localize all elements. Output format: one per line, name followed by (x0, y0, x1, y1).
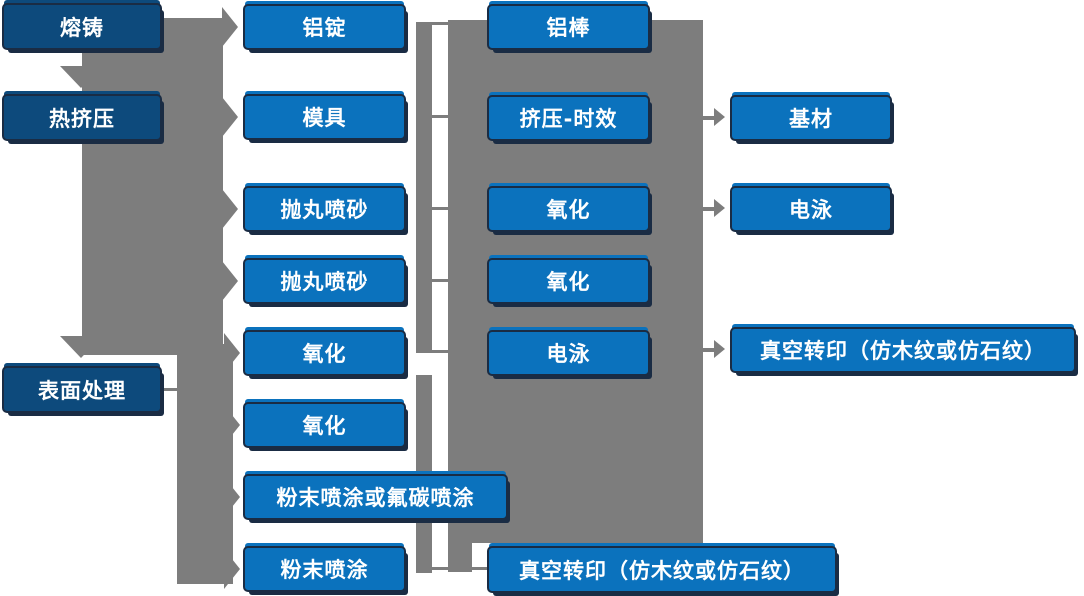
node-label: 抛丸喷砂 (280, 270, 369, 294)
node-label: 氧化 (546, 198, 591, 222)
node-aluminum-ingot: 铝锭 (243, 4, 406, 50)
node-label: 基材 (789, 107, 833, 131)
node-label: 真空转印（仿木纹或仿石纹） (519, 558, 805, 583)
connector-band-surface (177, 344, 233, 584)
node-electrophoresis-1: 电泳 (487, 330, 650, 376)
connector-trunk-left (82, 18, 223, 355)
tie-line-row2 (432, 115, 448, 118)
node-shot-blasting-1: 抛丸喷砂 (243, 186, 406, 232)
node-label: 粉末喷涂 (280, 558, 369, 582)
node-label: 熔铸 (60, 15, 104, 40)
node-hot-extrusion: 热挤压 (2, 94, 162, 141)
arrow-to-oxidation-1 (224, 333, 240, 373)
arrow-head-to-substrate (714, 108, 725, 126)
arrow-to-oxidation-2 (224, 405, 240, 445)
node-label: 电泳 (789, 198, 833, 222)
arrow-head-to-vacuum-transfer (714, 340, 725, 358)
node-vacuum-transfer-print-1: 真空转印（仿木纹或仿石纹） (487, 546, 837, 593)
node-oxidation-3: 氧化 (487, 186, 650, 232)
node-substrate: 基材 (730, 95, 892, 141)
down-arrow-to-hot-extrusion (60, 66, 102, 88)
node-label: 真空转印（仿木纹或仿石纹） (760, 339, 1046, 363)
node-label: 铝棒 (546, 16, 591, 40)
node-label: 电泳 (546, 342, 591, 366)
arrow-to-shot-blasting-1 (222, 189, 238, 229)
arrow-shaft-to-substrate (701, 116, 717, 120)
arrow-head-to-electrophoresis (714, 199, 725, 217)
tie-line-surface-treatment (162, 388, 180, 391)
node-label: 抛丸喷砂 (280, 198, 369, 222)
tie-line-row1 (432, 22, 448, 25)
node-label: 粉末喷涂或氟碳喷涂 (276, 486, 475, 510)
tie-line-row8 (432, 567, 487, 570)
node-vacuum-transfer-print-2: 真空转印（仿木纹或仿石纹） (730, 327, 1076, 373)
node-label: 挤压-时效 (519, 107, 618, 131)
node-powder-coating: 粉末喷涂 (243, 546, 406, 592)
arrow-to-shot-blasting-2 (222, 261, 238, 301)
node-shot-blasting-2: 抛丸喷砂 (243, 258, 406, 304)
node-melting-casting: 熔铸 (2, 3, 162, 50)
node-extrusion-aging: 挤压-时效 (487, 95, 650, 141)
arrow-shaft-to-electrophoresis (701, 207, 717, 211)
node-label: 氧化 (302, 342, 347, 366)
tie-line-row3 (432, 207, 448, 210)
arrow-to-powder-fluorocarbon (224, 477, 240, 517)
arrow-shaft-to-vacuum-transfer (701, 348, 717, 352)
node-label: 热挤压 (49, 106, 115, 131)
node-oxidation-2: 氧化 (243, 402, 406, 448)
tie-line-row5 (432, 350, 448, 353)
node-electrophoresis-2: 电泳 (730, 186, 892, 232)
node-oxidation-1: 氧化 (243, 330, 406, 376)
node-oxidation-4: 氧化 (487, 258, 650, 304)
node-mold: 模具 (243, 94, 406, 140)
node-aluminum-rod: 铝棒 (487, 4, 650, 50)
node-label: 模具 (302, 106, 347, 130)
tie-line-row4 (432, 279, 448, 282)
arrow-to-aluminum-ingot (222, 7, 238, 47)
node-powder-or-fluorocarbon-coating: 粉末喷涂或氟碳喷涂 (243, 474, 508, 520)
arrow-to-powder-coating (224, 549, 240, 589)
node-label: 氧化 (546, 270, 591, 294)
node-label: 氧化 (302, 414, 347, 438)
connector-band-mid-upper (416, 22, 432, 353)
node-label: 铝锭 (302, 16, 347, 40)
node-surface-treatment: 表面处理 (2, 366, 162, 413)
down-arrow-to-surface-treatment (60, 336, 102, 358)
node-label: 表面处理 (38, 378, 126, 403)
arrow-to-mold (222, 97, 238, 137)
